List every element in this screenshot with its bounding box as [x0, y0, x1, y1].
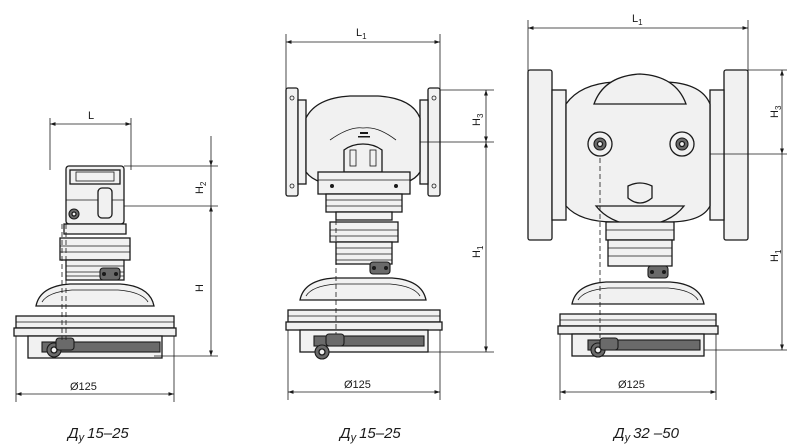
view-2-width-label: L1 [356, 27, 367, 41]
view-1-diameter-label: Ø125 [70, 381, 97, 393]
view-2-height-label: H1 [471, 245, 485, 258]
view-3-top-height-label: H3 [769, 105, 783, 118]
view-1-width-label: L [88, 110, 94, 122]
view-3-diameter-label: Ø125 [618, 379, 645, 391]
view-2-diameter-label: Ø125 [344, 379, 371, 391]
view-3-width-label: L1 [632, 13, 643, 27]
view-2-top-height-label: H3 [471, 113, 485, 126]
view-3-height-label: H1 [769, 249, 783, 262]
view-1-top-height-label: H2 [194, 181, 208, 194]
view-1-height-label: H [194, 284, 206, 292]
